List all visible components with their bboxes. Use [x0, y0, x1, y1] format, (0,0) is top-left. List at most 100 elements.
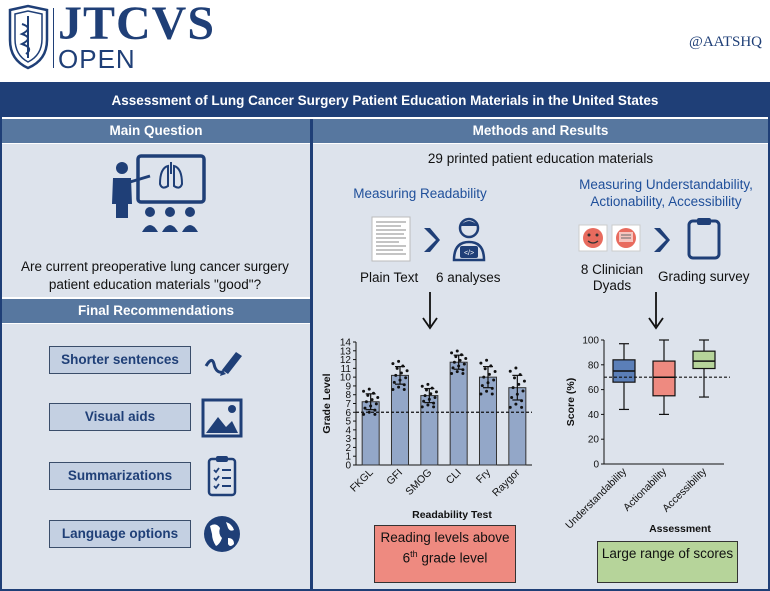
data-point — [522, 379, 526, 383]
globe-icon — [204, 516, 240, 552]
arrow-down-icon — [648, 292, 664, 330]
grading-survey-label: Grading survey — [658, 269, 750, 284]
data-point — [487, 372, 491, 376]
data-point — [490, 392, 494, 396]
data-point — [514, 402, 518, 406]
y-tick-label: 13 — [340, 346, 352, 357]
score-box-chart: 020406080100UnderstandabilityActionabili… — [563, 336, 730, 535]
data-point — [482, 375, 486, 379]
bar-fry — [478, 376, 498, 466]
y-tick-label: 7 — [345, 399, 351, 410]
main-question-heading: Main Question — [2, 119, 310, 143]
data-point — [391, 362, 395, 366]
image-icon — [201, 398, 243, 438]
methods-heading: Methods and Results — [313, 119, 768, 143]
data-point — [455, 370, 459, 374]
range-of-scores-callout: Large range of scores — [597, 541, 738, 583]
readability-heading: Measuring Readability — [353, 186, 487, 201]
recommendation-shorter-sentences: Shorter sentences — [49, 346, 191, 374]
data-point — [485, 358, 489, 362]
analyst-icon: </> — [452, 217, 486, 262]
journal-subtitle: OPEN — [58, 44, 136, 74]
data-point — [517, 382, 521, 386]
data-point — [479, 392, 483, 396]
clipboard-icon — [207, 456, 237, 497]
twitter-handle: @AATSHQ — [689, 34, 762, 50]
data-point — [404, 376, 408, 380]
data-point — [455, 349, 459, 353]
data-point — [508, 369, 512, 373]
x-tick-label: GFI — [384, 467, 405, 488]
bar-cli — [449, 361, 468, 466]
callout-main: Reading levels above 6 — [380, 530, 510, 566]
main-question-panel — [2, 144, 310, 297]
clinician-dyads-label: 8 Clinician Dyads — [580, 262, 644, 293]
data-point — [458, 358, 462, 362]
box-accessibility — [692, 350, 716, 370]
recommendation-visual-aids: Visual aids — [49, 403, 191, 431]
data-point — [395, 366, 399, 370]
x-tick-label: FKGL — [348, 467, 376, 495]
x-tick-label: SMOG — [403, 467, 434, 498]
y-tick-label: 20 — [588, 435, 600, 446]
y-tick-label: 1 — [345, 452, 351, 463]
data-point — [376, 396, 380, 400]
data-point — [450, 351, 454, 355]
y-tick-label: 40 — [588, 410, 600, 421]
arrow-down-icon — [422, 292, 438, 330]
data-point — [510, 396, 514, 400]
y-tick-label: 11 — [341, 364, 352, 375]
y-tick-label: 4 — [345, 425, 351, 436]
abstract-title: Assessment of Lung Cancer Surgery Patien… — [2, 84, 768, 117]
y-tick-label: 0 — [593, 460, 599, 471]
pen-icon — [204, 352, 242, 376]
svg-text:</>: </> — [464, 250, 474, 257]
clinician-faces-icon — [578, 224, 641, 252]
data-point — [511, 386, 515, 390]
y-axis-label: Grade Level — [321, 373, 333, 433]
understandability-heading: Measuring Understandability, Actionabili… — [579, 177, 753, 209]
data-point — [464, 356, 468, 360]
data-point — [450, 371, 454, 375]
data-point — [397, 359, 401, 363]
box-actionability — [652, 360, 676, 397]
data-point — [362, 412, 366, 416]
data-point — [483, 367, 487, 371]
data-point — [512, 376, 516, 380]
chevron-right-icon — [424, 228, 440, 252]
survey-clipboard-icon — [687, 218, 721, 260]
x-tick-label: CLI — [444, 467, 464, 487]
data-point — [452, 360, 456, 364]
document-icon — [371, 216, 411, 262]
data-point — [392, 380, 396, 384]
y-tick-label: 9 — [345, 381, 351, 392]
data-point — [462, 362, 466, 366]
data-point — [514, 366, 518, 370]
y-tick-label: 100 — [582, 336, 599, 347]
data-point — [366, 393, 370, 397]
y-axis-label: Score (%) — [565, 378, 577, 426]
x-axis-label: Readability Test — [412, 509, 492, 521]
x-tick-label: Raygor — [490, 466, 523, 499]
data-point — [367, 410, 371, 414]
data-point — [426, 382, 430, 386]
data-point — [429, 392, 433, 396]
presentation-icon — [112, 154, 206, 232]
data-point — [520, 405, 524, 409]
data-point — [391, 387, 395, 391]
y-tick-label: 12 — [340, 355, 352, 366]
data-point — [434, 390, 438, 394]
header-divider — [53, 8, 54, 68]
x-tick-label: Fry — [474, 466, 494, 486]
data-point — [521, 389, 525, 393]
y-tick-label: 10 — [340, 373, 352, 384]
callout-superscript: th — [410, 549, 418, 559]
data-point — [454, 355, 458, 359]
data-point — [424, 388, 428, 392]
y-tick-label: 14 — [340, 338, 352, 349]
data-point — [364, 400, 368, 404]
data-point — [479, 361, 483, 365]
data-point — [370, 398, 374, 402]
data-point — [433, 395, 437, 399]
